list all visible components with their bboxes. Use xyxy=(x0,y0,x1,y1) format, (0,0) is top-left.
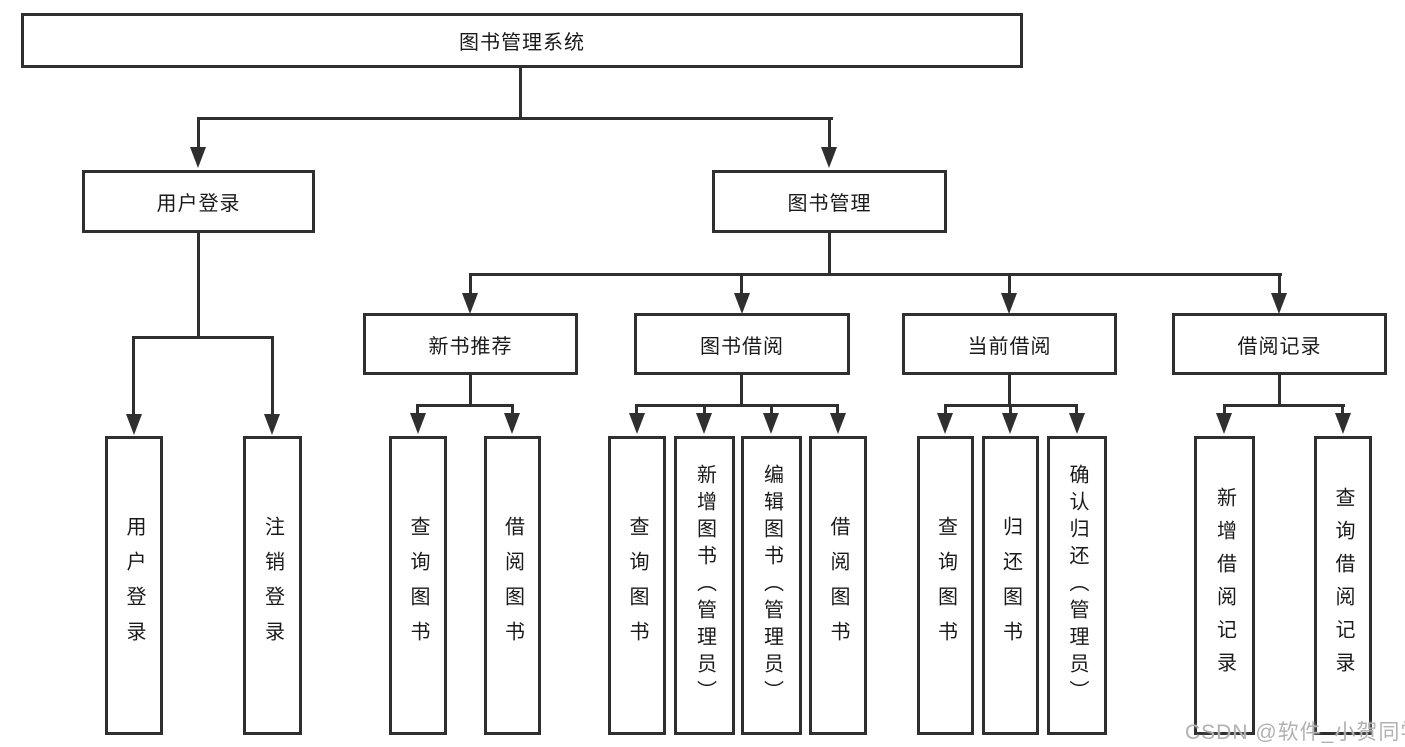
node-user-login: 用户登录 xyxy=(82,170,315,233)
leaf-logout: 注销登录 xyxy=(243,436,302,735)
arrowhead-down-icon xyxy=(1002,413,1018,434)
node-root-label: 图书管理系统 xyxy=(459,32,585,54)
leaf-logout-label: 注销登录 xyxy=(261,515,284,656)
arrowhead-down-icon xyxy=(1001,293,1017,314)
node-borrow-records: 借阅记录 xyxy=(1172,313,1387,375)
leaf-user-login-label: 用户登录 xyxy=(123,515,145,656)
connector-line xyxy=(1008,273,1011,293)
connector-line xyxy=(271,336,274,414)
connector-line xyxy=(828,233,831,273)
connector-line xyxy=(132,336,135,414)
leaf-borrow-borrow-book: 借阅图书 xyxy=(809,436,867,735)
connector-line xyxy=(1008,375,1011,404)
arrowhead-down-icon xyxy=(1335,413,1351,434)
node-book-management-label: 图书管理 xyxy=(787,193,872,215)
node-root: 图书管理系统 xyxy=(21,13,1023,68)
leaf-current-return-label: 归还图书 xyxy=(999,515,1022,656)
connector-line xyxy=(1224,404,1345,407)
leaf-current-query-label: 查询图书 xyxy=(934,515,957,656)
connector-line xyxy=(197,233,200,336)
arrowhead-down-icon xyxy=(937,413,953,434)
connector-line xyxy=(469,273,472,293)
leaf-current-return: 归还图书 xyxy=(982,436,1039,735)
connector-line xyxy=(635,404,638,414)
connector-line xyxy=(703,404,706,414)
leaf-borrow-edit-book-label: 编辑图书（管理员） xyxy=(760,464,783,707)
leaf-borrow-add-book-label: 新增图书（管理员） xyxy=(693,464,716,707)
leaf-borrow-query-label: 查询图书 xyxy=(626,515,648,656)
arrowhead-down-icon xyxy=(696,413,712,434)
arrowhead-down-icon xyxy=(1216,413,1232,434)
node-book-borrow: 图书借阅 xyxy=(634,313,850,375)
arrowhead-down-icon xyxy=(830,413,846,434)
arrowhead-down-icon xyxy=(629,413,645,434)
node-borrow-records-label: 借阅记录 xyxy=(1237,335,1322,358)
leaf-records-add-label: 新增借阅记录 xyxy=(1213,486,1236,685)
leaf-newbook-query-label: 查询图书 xyxy=(407,515,429,656)
leaf-user-login: 用户登录 xyxy=(105,436,163,735)
arrowhead-down-icon xyxy=(410,413,426,434)
connector-line xyxy=(836,404,839,414)
leaf-borrow-query: 查询图书 xyxy=(608,436,666,735)
node-new-book-recommend-label: 新书推荐 xyxy=(428,335,513,358)
connector-line xyxy=(944,404,947,414)
connector-line xyxy=(511,404,514,414)
connector-line xyxy=(197,117,200,148)
connector-line xyxy=(197,117,833,120)
leaf-newbook-borrow-label: 借阅图书 xyxy=(501,515,524,656)
arrowhead-down-icon xyxy=(1271,293,1287,314)
connector-line xyxy=(470,273,1282,276)
connector-line xyxy=(1278,273,1281,293)
node-book-management: 图书管理 xyxy=(712,170,947,233)
leaf-current-confirm-return: 确认归还（管理员） xyxy=(1047,436,1107,735)
leaf-borrow-add-book: 新增图书（管理员） xyxy=(674,436,735,735)
leaf-borrow-edit-book: 编辑图书（管理员） xyxy=(741,436,802,735)
connector-line xyxy=(418,404,513,407)
connector-line xyxy=(740,375,743,404)
connector-line xyxy=(740,273,743,293)
arrowhead-down-icon xyxy=(264,414,280,435)
connector-line xyxy=(1278,375,1281,404)
node-current-borrow-label: 当前借阅 xyxy=(967,335,1052,358)
leaf-borrow-borrow-book-label: 借阅图书 xyxy=(827,515,849,656)
arrowhead-down-icon xyxy=(1069,413,1085,434)
watermark: CSDN @软件_小贺同学 xyxy=(1185,721,1405,744)
node-book-borrow-label: 图书借阅 xyxy=(700,335,784,358)
arrowhead-down-icon xyxy=(504,413,520,434)
arrowhead-down-icon xyxy=(763,413,779,434)
connector-line xyxy=(828,117,831,148)
arrowhead-down-icon xyxy=(462,293,478,314)
connector-line xyxy=(770,404,773,414)
leaf-newbook-borrow: 借阅图书 xyxy=(484,436,541,735)
node-current-borrow: 当前借阅 xyxy=(902,313,1117,375)
connector-line xyxy=(637,404,839,407)
connector-line xyxy=(1341,404,1344,414)
leaf-records-query: 查询借阅记录 xyxy=(1314,436,1372,735)
arrowhead-down-icon xyxy=(126,414,142,435)
connector-line xyxy=(1223,404,1226,414)
arrowhead-down-icon xyxy=(190,147,206,168)
leaf-newbook-query: 查询图书 xyxy=(389,436,447,735)
connector-line xyxy=(134,336,274,339)
connector-line xyxy=(1009,404,1012,414)
leaf-records-query-label: 查询借阅记录 xyxy=(1332,486,1354,685)
node-new-book-recommend: 新书推荐 xyxy=(363,313,578,375)
node-user-login-label: 用户登录 xyxy=(156,193,241,215)
connector-line xyxy=(469,375,472,404)
connector-line xyxy=(416,404,419,414)
leaf-current-confirm-return-label: 确认归还（管理员） xyxy=(1066,464,1088,707)
connector-line xyxy=(1075,404,1078,414)
leaf-records-add: 新增借阅记录 xyxy=(1194,436,1255,735)
arrowhead-down-icon xyxy=(821,147,837,168)
arrowhead-down-icon xyxy=(734,293,750,314)
connector-line xyxy=(519,68,522,117)
leaf-current-query: 查询图书 xyxy=(917,436,974,735)
